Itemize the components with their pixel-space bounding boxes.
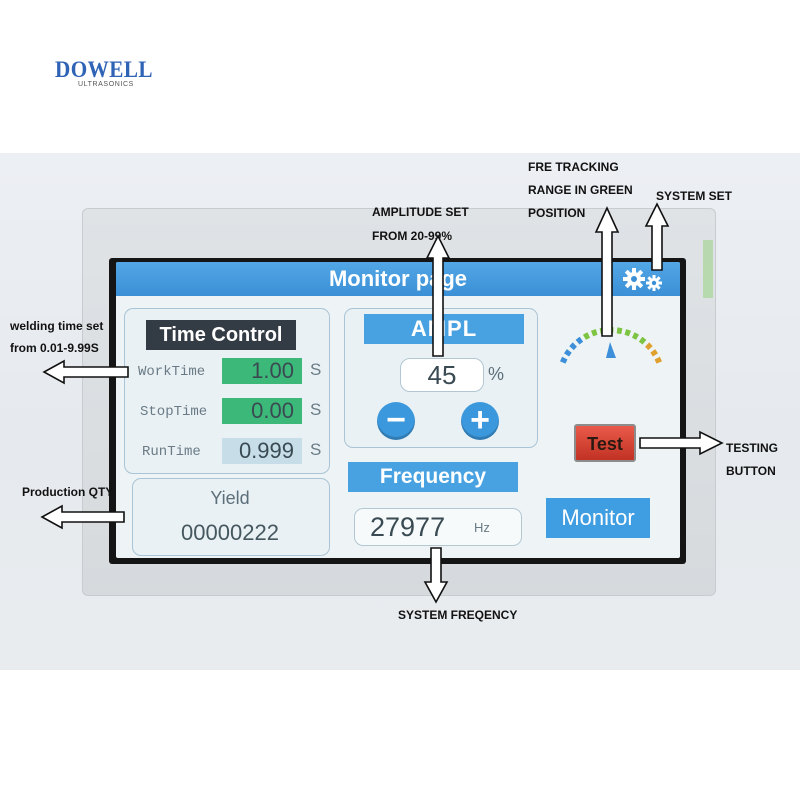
gauge-segment [569,342,577,351]
gauge-segment [582,332,591,340]
amplitude-decrease-button[interactable]: − [377,402,415,440]
gauge-segment [638,336,647,345]
brand-logo: DOWELL [55,57,154,82]
gauge-segment [575,336,584,345]
plus-icon: + [470,401,490,439]
annotation-system-set: SYSTEM SET [656,189,733,203]
amplitude-unit: % [488,364,505,384]
gears-icon [623,268,662,291]
annotation-welding-line1: welding time set [10,319,104,333]
gauge-segment [631,332,640,340]
page-title: Monitor page [328,266,468,291]
annotation-production: Production QTY [22,485,114,499]
runtime-value: 0.999 [222,438,302,464]
frequency-tracking-gauge [560,327,662,364]
annotation-system-frequency: SYSTEM FREQENCY [398,608,518,622]
gauge-segment [654,356,662,364]
amplitude-value-field[interactable]: 45 [400,358,484,392]
annotation-testing-line2: BUTTON [726,464,776,478]
monitor-button[interactable]: Monitor [546,498,650,538]
gauge-segment [645,342,653,351]
gauge-needle-icon [606,342,616,358]
yield-counter: 00000222 [181,520,279,545]
amplitude-heading: AMPL [364,314,524,344]
worktime-field[interactable]: 1.00 [222,358,302,384]
runtime-unit: S [310,440,322,459]
frequency-unit: Hz [474,520,490,535]
system-settings-button[interactable] [616,266,672,292]
stoptime-label: StopTime [140,404,208,420]
annotation-testing-line1: TESTING [726,441,779,455]
worktime-unit: S [310,360,322,379]
frequency-display [354,508,522,546]
stoptime-unit: S [310,400,322,419]
gauge-segment [624,329,632,337]
brand-tagline: ULTRASONICS [78,81,134,88]
annotation-amplitude-line2: FROM 20-99% [372,229,453,243]
gauge-segment [564,349,572,357]
test-button[interactable]: Test [574,424,636,462]
frequency-heading: Frequency [348,462,518,492]
gauge-segment [616,327,623,335]
gauge-segment [650,349,658,357]
protective-film-edge [703,240,713,298]
frequency-value: 27977 [370,512,446,542]
monitor-screen: Monitor page Time Control WorkTime 1.00 … [116,262,680,558]
yield-label: Yield [210,488,250,508]
annotation-welding-line2: from 0.01-9.99S [10,341,99,355]
time-control-heading: Time Control [146,320,296,350]
gauge-segment [590,329,598,337]
annotation-amplitude-line1: AMPLITUDE SET [372,205,469,219]
minus-icon: − [386,401,406,439]
runtime-label: RunTime [142,444,201,460]
yield-panel [132,478,330,556]
title-bar [116,262,680,296]
annotation-tracking-line1: FRE TRACKING [528,160,619,174]
amplitude-increase-button[interactable]: + [461,402,499,440]
annotation-tracking-line2: RANGE IN GREEN [528,183,633,197]
stoptime-field[interactable]: 0.00 [222,398,302,424]
annotation-tracking-line3: POSITION [528,206,586,220]
gauge-segment [560,356,568,364]
worktime-label: WorkTime [138,364,206,380]
gauge-segment [599,327,606,335]
